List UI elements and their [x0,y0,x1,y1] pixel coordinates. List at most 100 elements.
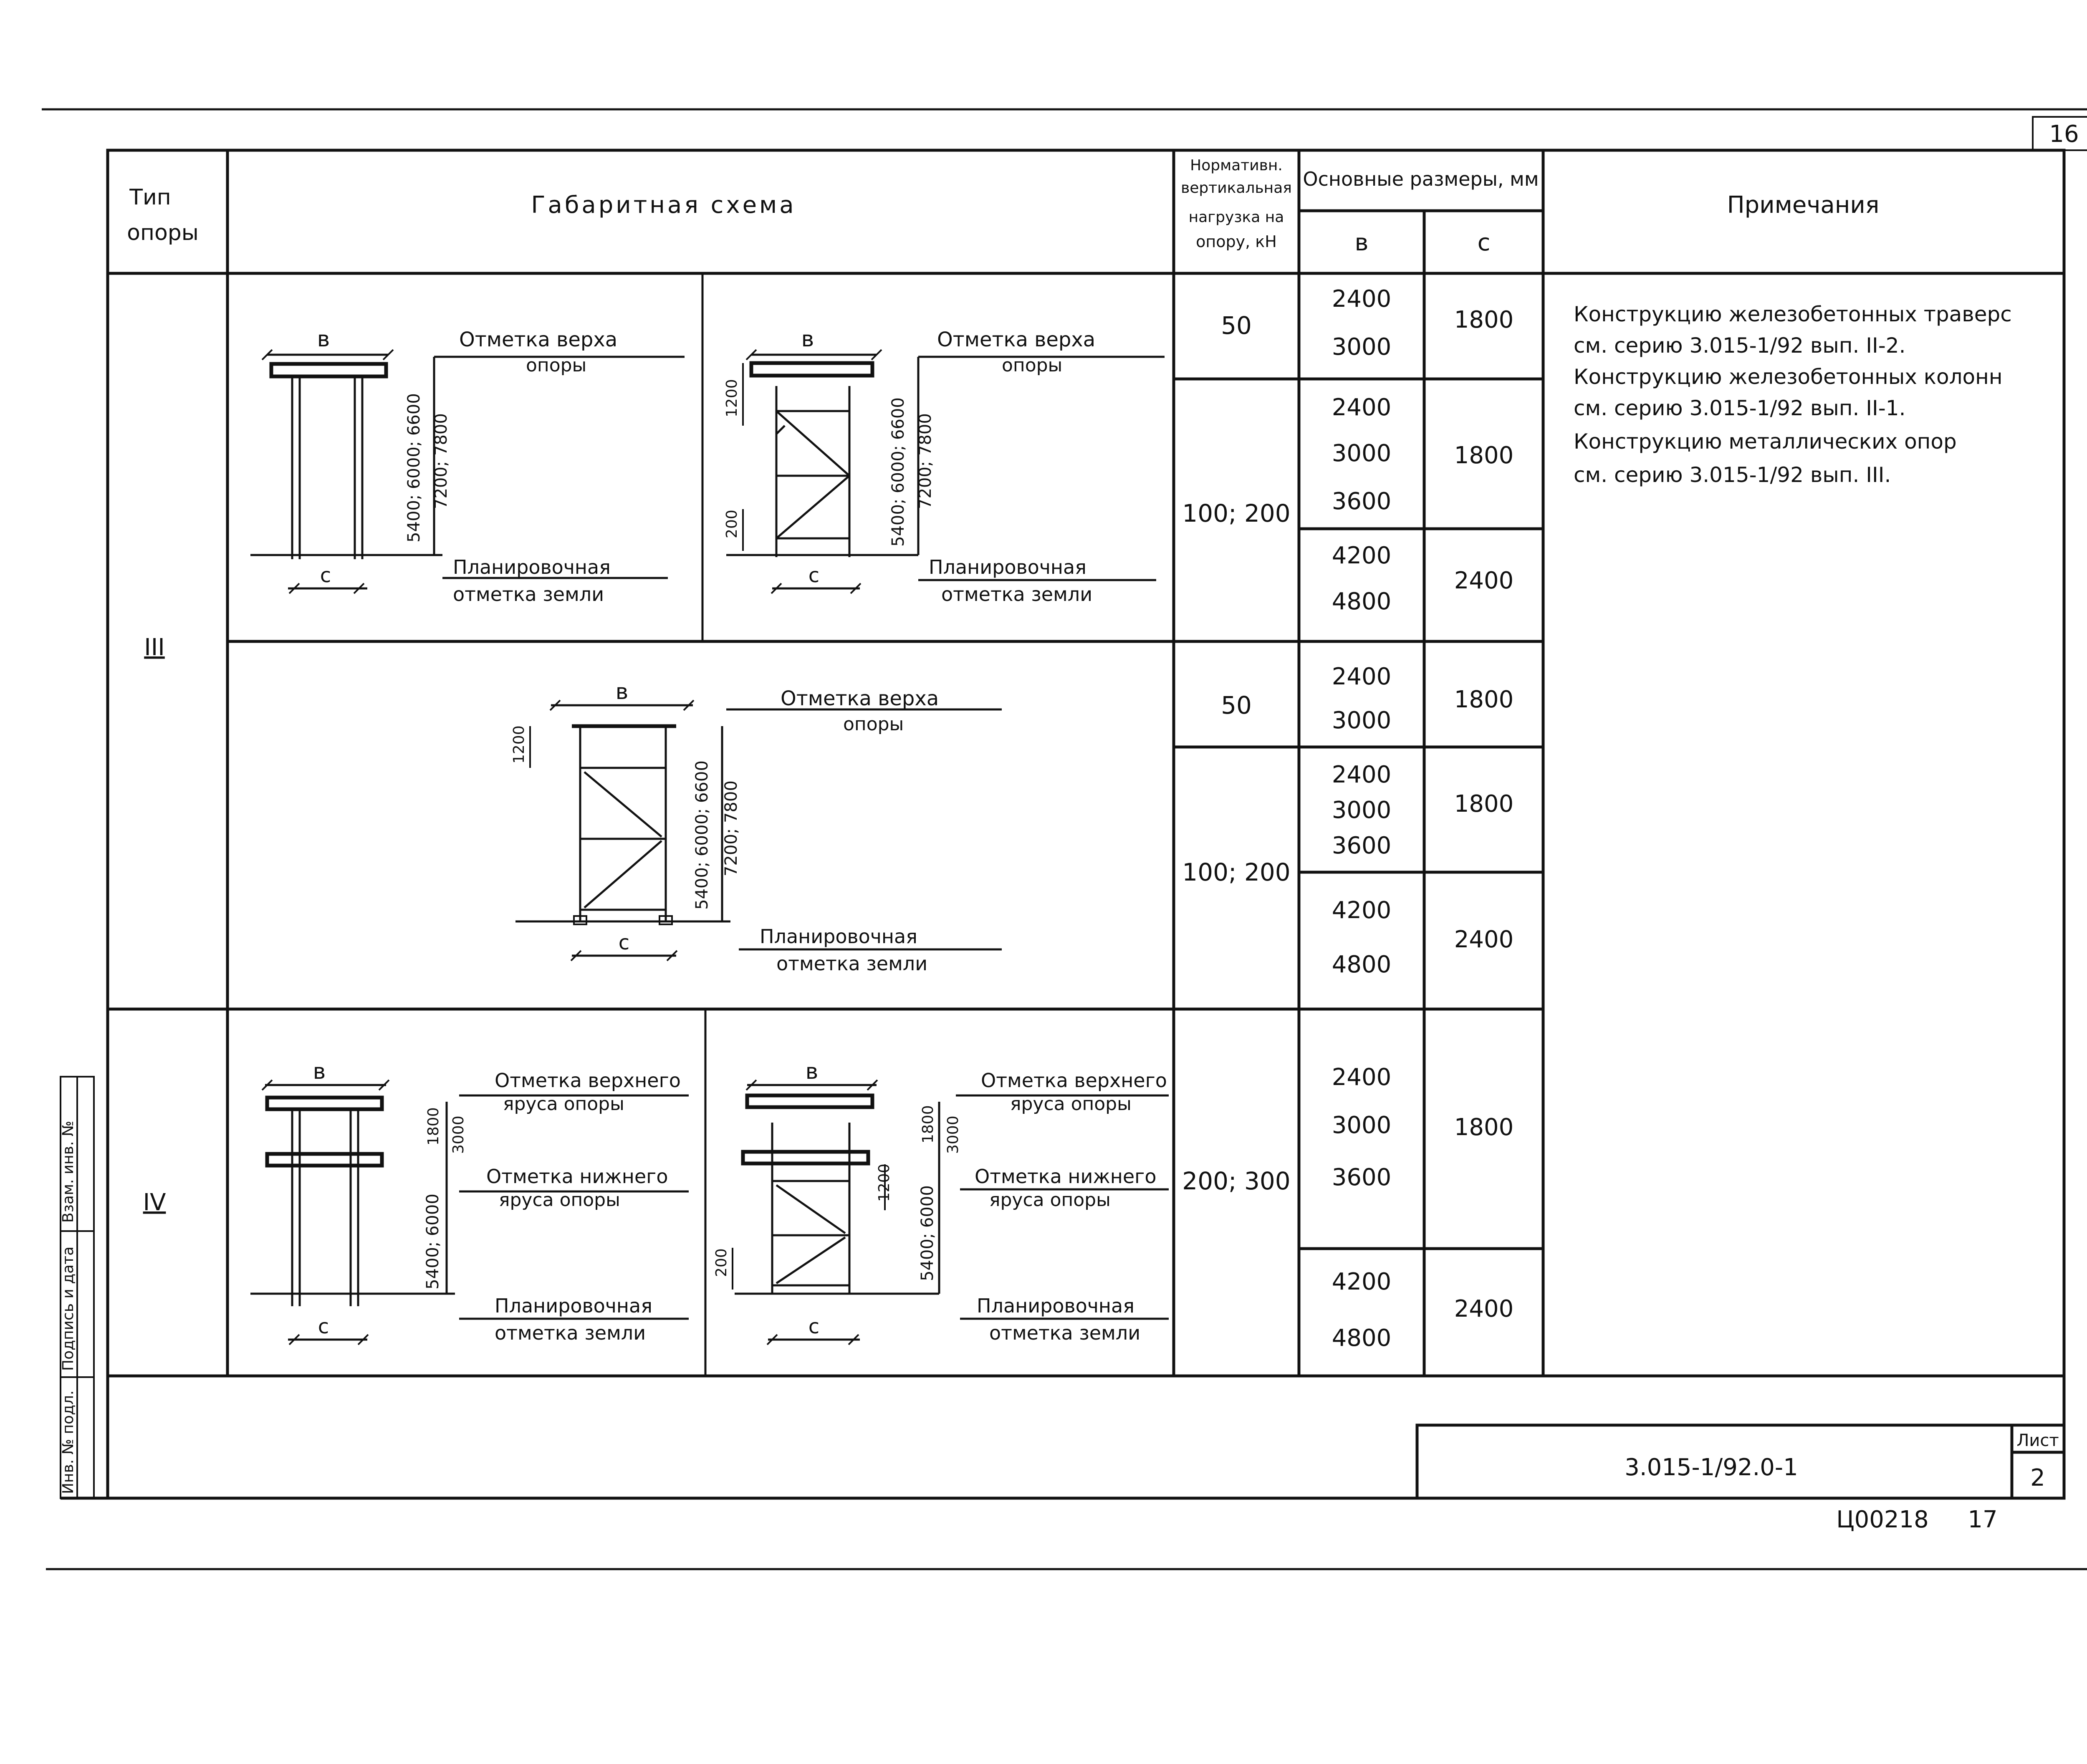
scheme3-heights-2: 7200; 7800 [722,780,741,876]
scheme4-dim-3000: 3000 [450,1115,467,1154]
scheme1-heights-2: 7200; 7800 [432,413,451,509]
scheme2-crossbeam [749,361,874,378]
scheme1-b-label: в [317,327,330,352]
scheme1-crossbeam [269,362,388,379]
row2-b2: 3000 [1332,440,1392,467]
header-scheme: Габаритная схема [531,192,796,219]
scheme5-lower-beam [741,1150,870,1166]
scheme3-c-label: с [619,931,629,954]
sheet-number-top: 16 [2049,121,2079,148]
scheme3-heights-1: 5400; 6000; 6600 [692,760,712,910]
row5-c: 1800 [1454,1114,1514,1141]
sheet-value: 2 [2030,1464,2045,1491]
row2-c: 1800 [1454,442,1514,469]
title-block-frame [1415,1423,2066,1500]
row3-b2: 3000 [1332,707,1392,734]
scheme2-top-mark-2: опоры [1002,355,1062,376]
scheme5-dim-1200: 1200 [876,1163,893,1202]
scheme5-upper-beam [745,1093,874,1109]
scheme5-b-label: в [806,1059,819,1084]
row1-b1: 2400 [1332,285,1392,313]
scheme-IV-b: в 200 1200 с 1800 3000 5400; 6000 Отметк… [713,1059,1169,1345]
note-line-1: Конструкцию железобетонных траверс [1574,302,2012,326]
scheme2-heights-1: 5400; 6000; 6600 [889,397,908,547]
header-notes: Примечания [1727,192,1880,219]
title-block: 3.015-1/92.0-1 Лист 2 [1415,1423,2066,1500]
scheme5-heights: 5400; 6000 [918,1185,937,1281]
header-col-c: с [1478,229,1491,256]
scheme4-lower-mark-2: яруса опоры [499,1189,620,1211]
row2-b1: 2400 [1332,394,1392,421]
row4-b5: 4800 [1332,951,1392,978]
scheme5-dim-1800: 1800 [920,1105,937,1143]
scheme5-lower-mark-2: яруса опоры [989,1189,1111,1211]
scheme4-b-label: в [313,1059,326,1084]
header-load-2: вертикальная [1181,179,1292,197]
row5-b3: 3600 [1332,1164,1392,1191]
scheme2-c-label: с [809,564,819,587]
scheme5-ground-mark-2: отметка земли [989,1322,1140,1344]
scheme5-ground-mark-1: Планировочная [977,1295,1134,1317]
scheme2-top-mark-1: Отметка верха [937,328,1095,351]
scheme5-dim-200: 200 [713,1248,730,1277]
scheme4-c-label: с [318,1315,329,1338]
row5-load: 200; 300 [1182,1167,1290,1195]
header-type-2: опоры [127,220,199,245]
scheme4-upper-beam [265,1095,384,1111]
scheme-III-a: в с 5400; 6000; 6600 7200; 7800 Отметка … [250,327,685,606]
scheme5-upper-mark-2: яруса опоры [1010,1093,1132,1115]
row4-b2: 3000 [1332,797,1392,824]
row2-b5: 4800 [1332,588,1392,615]
row1-load: 50 [1221,311,1252,340]
scheme3-b-label: в [616,679,629,704]
header-load-3: нагрузка на [1189,209,1284,226]
row5-b2: 3000 [1332,1112,1392,1139]
scheme3-top-mark-2: опоры [843,714,904,735]
scheme4-upper-mark-1: Отметка верхнего [495,1069,681,1092]
row3-load: 50 [1221,691,1252,719]
stamp-signature: Подпись и дата [60,1247,77,1371]
scheme2-ground-mark-1: Планировочная [929,556,1086,578]
header-load-1: Нормативн. [1190,157,1283,174]
note-line-2: см. серию 3.015-1/92 вып. II-2. [1574,333,1905,358]
archive-number: Ц00218 [1836,1506,1929,1533]
type-IV-label: IV [143,1189,166,1216]
type-III-label: III [144,634,165,661]
document-code: 3.015-1/92.0-1 [1625,1454,1798,1481]
scheme5-c-label: с [809,1315,819,1338]
scheme5-dim-3000: 3000 [945,1115,962,1154]
row2-c2: 2400 [1454,567,1514,594]
scheme3-dim-1200: 1200 [510,725,528,764]
note-line-3: Конструкцию железобетонных колонн [1574,365,2003,389]
scheme2-b-label: в [801,327,814,352]
row4-load: 100; 200 [1182,858,1290,886]
header-col-b: в [1354,229,1368,256]
scheme4-ground-mark-2: отметка земли [495,1322,646,1344]
row4-b1: 2400 [1332,761,1392,788]
scheme4-heights: 5400; 6000 [423,1194,442,1290]
scheme1-ground-mark-2: отметка земли [453,583,604,606]
row2-b3: 3600 [1332,488,1392,515]
scheme4-ground-mark-1: Планировочная [495,1295,652,1317]
scheme-IV-a: в с 1800 3000 5400; 6000 Отметка верхнег… [250,1059,689,1345]
scheme4-lower-beam [265,1152,384,1168]
row4-c: 1800 [1454,790,1514,818]
row5-b4: 4200 [1332,1268,1392,1295]
row3-c: 1800 [1454,686,1514,713]
scheme1-top-mark-1: Отметка верха [459,328,617,351]
side-stamp: Взам. инв. № Подпись и дата Инв. № подл. [60,1076,95,1499]
scheme4-lower-mark-1: Отметка нижнего [486,1165,668,1188]
row1-b2: 3000 [1332,333,1392,361]
scheme1-ground-mark-1: Планировочная [453,556,611,578]
header-sizes: Основные размеры, мм [1303,168,1539,190]
row1-c: 1800 [1454,306,1514,333]
sheet-label: Лист [2016,1431,2059,1450]
scheme3-ground-mark-1: Планировочная [760,925,917,948]
scheme1-top-mark-2: опоры [526,355,586,376]
scheme-III-b: в 1200 200 с 5400; 6000; 6600 7200; 7800… [723,327,1165,606]
note-line-5: Конструкцию металлических опор [1574,429,1957,454]
note-line-6: см. серию 3.015-1/92 вып. III. [1574,463,1891,487]
row2-b4: 4200 [1332,542,1392,569]
scheme3-ground-mark-2: отметка земли [776,952,927,975]
